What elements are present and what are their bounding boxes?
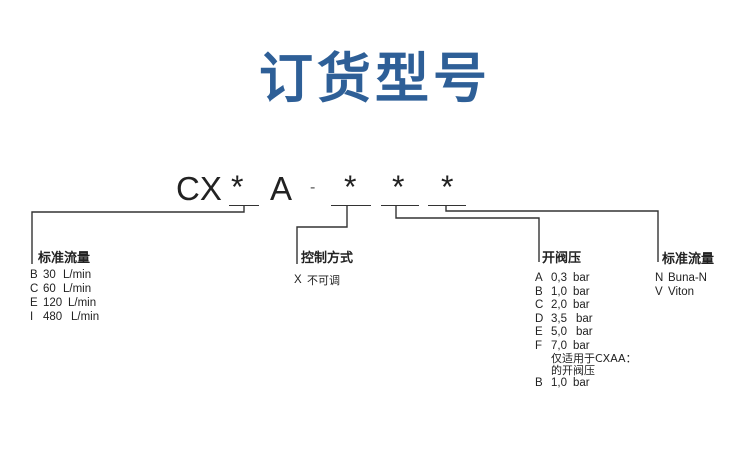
pressure-group-title: 开阀压 bbox=[542, 251, 582, 266]
pressure-note-line-1: 仅适用于CXAA： bbox=[551, 352, 637, 365]
code-fixed-letter: A bbox=[270, 170, 293, 207]
flow-group-title: 标准流量 bbox=[38, 251, 91, 266]
underline-seal bbox=[428, 205, 466, 206]
pressure-note-line-2: 的开阀压 bbox=[551, 364, 595, 377]
code-dash: - bbox=[310, 179, 316, 196]
code-placeholder-flow: * bbox=[231, 169, 244, 205]
code-placeholder-pressure: * bbox=[392, 169, 405, 205]
leader-seal bbox=[445, 205, 659, 262]
control-group-title: 控制方式 bbox=[301, 251, 354, 266]
leader-pressure bbox=[395, 205, 540, 262]
leader-flow bbox=[31, 205, 245, 264]
page-title: 订货型号 bbox=[259, 47, 491, 110]
seal-group-title: 标准流量 bbox=[662, 252, 715, 267]
leader-control bbox=[296, 205, 348, 264]
underline-pressure bbox=[381, 205, 419, 206]
underline-control bbox=[331, 205, 371, 206]
code-placeholder-seal: * bbox=[441, 169, 454, 205]
code-prefix: CX bbox=[176, 170, 222, 207]
code-placeholder-control: * bbox=[344, 169, 357, 205]
